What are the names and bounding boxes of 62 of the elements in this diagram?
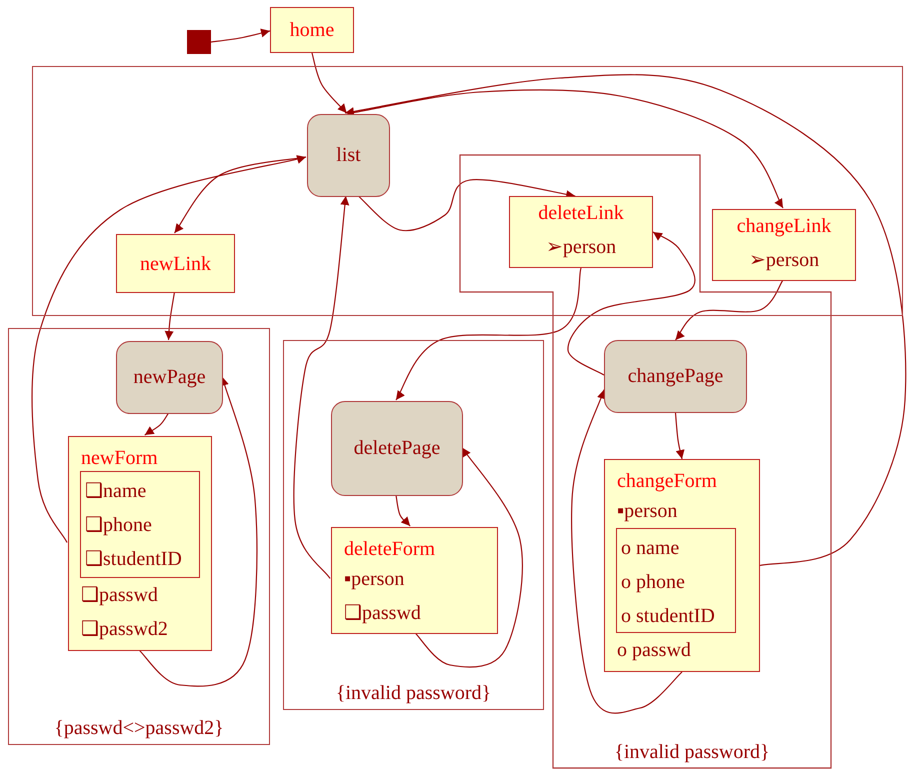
form-box	[604, 459, 760, 672]
group-frame	[32, 66, 903, 316]
state-box	[307, 114, 390, 197]
field-label: ❑passwd	[81, 583, 158, 608]
link-box	[270, 7, 354, 53]
link-box	[509, 196, 653, 268]
arrow	[395, 494, 411, 526]
start-marker	[187, 30, 211, 54]
field-label: ❑phone	[85, 513, 152, 538]
form-title: deleteForm	[344, 537, 436, 562]
link-label: newLink	[140, 252, 212, 276]
state-box	[116, 341, 223, 414]
group-frame	[283, 340, 544, 710]
arrow	[674, 412, 684, 460]
form-box	[68, 436, 212, 651]
arrow	[164, 292, 176, 340]
link-label: home	[290, 18, 334, 43]
arrow	[571, 389, 682, 714]
field-label: ❑name	[85, 479, 146, 504]
field-group-box	[80, 471, 200, 578]
arrow	[32, 154, 306, 543]
form-title: changeForm	[617, 469, 717, 494]
arrow	[210, 28, 270, 43]
arrow	[352, 89, 784, 208]
state-label: newPage	[133, 366, 206, 389]
link-box	[712, 209, 856, 281]
arrow	[358, 179, 576, 232]
field-label: o name	[621, 536, 680, 561]
field-label: ▪person	[617, 499, 678, 524]
link-box	[116, 234, 235, 293]
field-label: o passwd	[617, 638, 691, 663]
parameter-label: ➢person	[748, 248, 820, 273]
parameter-label: ➢person	[546, 235, 616, 260]
arrow	[675, 280, 784, 340]
constraint-label: {passwd<>passwd2}	[53, 717, 225, 740]
arrow	[344, 74, 906, 566]
state-box	[604, 340, 747, 413]
field-label: ❑passwd2	[81, 617, 168, 642]
field-label: o studentID	[621, 604, 715, 629]
state-box	[331, 401, 463, 496]
field-label: ❑studentID	[85, 547, 182, 572]
state-label: changePage	[628, 365, 724, 388]
field-group-box	[616, 528, 736, 633]
arrow	[567, 232, 696, 376]
state-label: list	[336, 144, 361, 167]
constraint-label: {invalid password}	[613, 741, 771, 764]
link-label: deleteLink	[538, 201, 624, 226]
field-label: ❑passwd	[344, 601, 421, 626]
constraint-label: {invalid password}	[334, 682, 492, 705]
link-label: changeLink	[736, 214, 832, 239]
group-frame	[8, 328, 270, 745]
arrow	[138, 376, 258, 687]
field-label: o phone	[621, 570, 685, 595]
arrow	[311, 52, 348, 114]
form-title: newForm	[81, 446, 158, 471]
form-box	[331, 527, 498, 634]
field-label: ▪person	[344, 567, 404, 592]
state-label: deletePage	[354, 437, 440, 460]
arrow	[293, 196, 350, 579]
arrow	[396, 268, 582, 400]
arrow	[414, 447, 523, 668]
arrow	[144, 412, 169, 436]
